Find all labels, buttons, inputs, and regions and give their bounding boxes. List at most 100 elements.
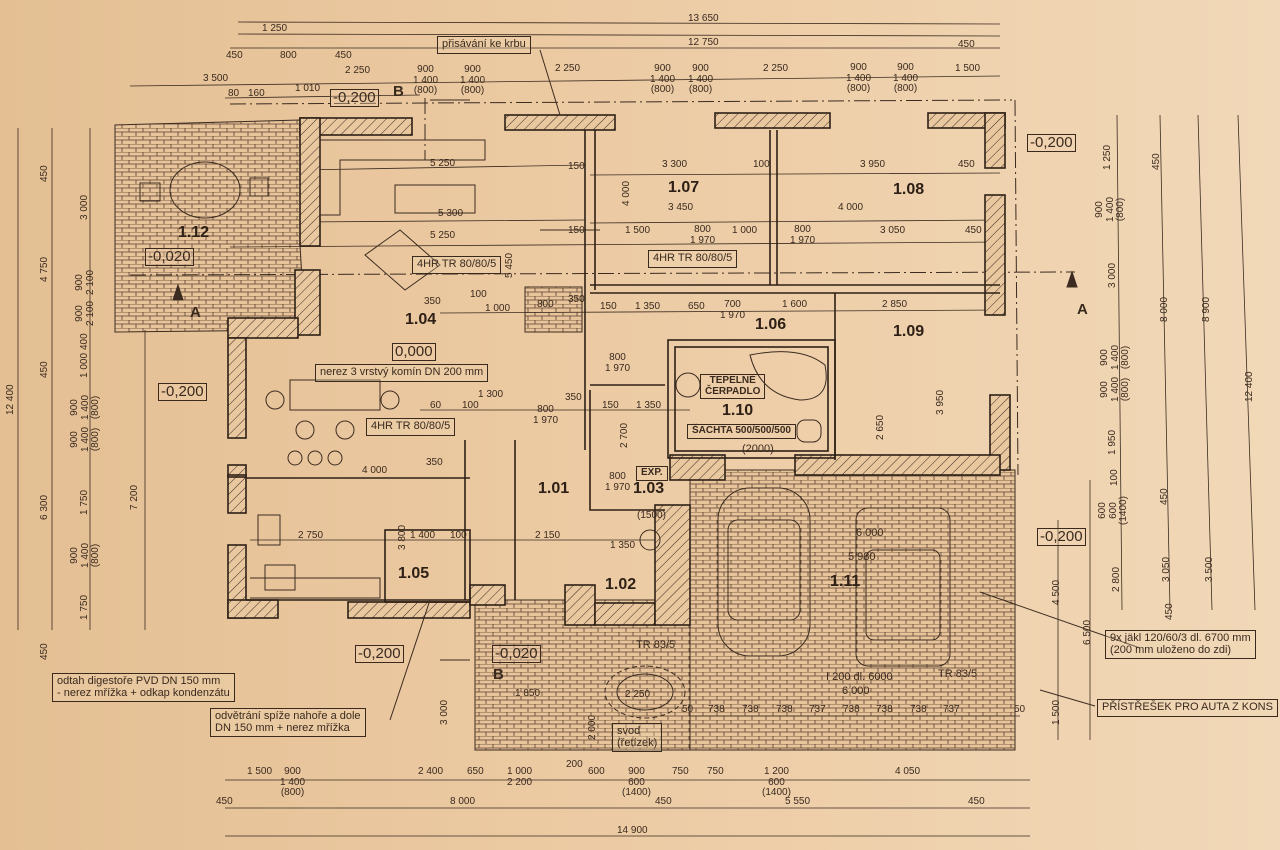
dimension-interior: 800 1 970 [533, 404, 559, 426]
dimension-top: 900 1 400 (800) [413, 64, 439, 96]
dimension-interior: 4 000 [838, 202, 864, 213]
dimension-bottom: 450 [216, 796, 233, 807]
dimension-interior: 150 [602, 400, 619, 411]
dimension-top: 900 1 400 (800) [846, 62, 872, 94]
elevation-marker: -0,200 [330, 89, 379, 107]
partitions [246, 130, 1000, 603]
dimension-interior: 2 700 [619, 422, 630, 448]
dimension-left: 450 [39, 165, 50, 182]
dimension-bottom: 200 [566, 759, 583, 770]
dimension-interior: 5 300 [438, 208, 464, 219]
dimension-carport-bay: 50 [1014, 704, 1026, 715]
dimension-interior: 650 [688, 301, 705, 312]
note-digestor: odtah digestoře PVD DN 150 mm - nerez mř… [52, 673, 235, 703]
dimension-interior: 3 950 [860, 159, 886, 170]
dimension-top: 80 [228, 88, 240, 99]
dimension-interior: 1 000 [485, 303, 511, 314]
dimension-right: 900 1 400 (800) [1099, 376, 1131, 402]
dimension-bottom: 450 [968, 796, 985, 807]
dimension-carport-bay: 738 [776, 704, 793, 715]
dimension-right: 8 000 [1159, 296, 1170, 322]
note-tr3: 4HR TR 80/80/5 [366, 418, 456, 436]
dimension-bottom: 900 600 (1400) [622, 766, 651, 798]
dimension-interior: 3 450 [668, 202, 694, 213]
dimension-carport-bay: 738 [742, 704, 759, 715]
bathtub [749, 351, 827, 401]
dimension-interior: 1 350 [610, 540, 636, 551]
note-jakl: 9x jäkl 120/60/3 dl. 6700 mm (200 mm ulo… [1105, 630, 1256, 660]
dimension-right: 450 [1159, 488, 1170, 505]
dimension-left: 450 [39, 643, 50, 660]
dimension-top: 450 [226, 50, 243, 61]
dimension-bottom: 2 400 [418, 766, 444, 777]
dimension-left: 450 [39, 361, 50, 378]
elevation-marker: -0,200 [355, 645, 404, 663]
dimension-carport-bay: 738 [910, 704, 927, 715]
dimension-left: 900 1 400 (800) [69, 542, 101, 568]
dimension-left: 900 2 100 [74, 300, 96, 326]
note-sachta: ŠACHTA 500/500/500 [687, 424, 796, 439]
fireplace [524, 286, 583, 333]
dimension-bottom: 8 000 [450, 796, 476, 807]
dimension-interior: 4 500 [1051, 579, 1062, 605]
section-arrow-a-right [1066, 270, 1078, 288]
dimension-bottom: 14 900 [617, 825, 648, 836]
dimension-interior: 100 [753, 159, 770, 170]
dimension-right: 12 400 [1244, 371, 1255, 402]
dimension-interior: 1 350 [635, 301, 661, 312]
dimension-right: 900 1 400 (800) [1099, 344, 1131, 370]
dimension-interior: 800 1 970 [790, 224, 816, 246]
section-mark: A [1077, 301, 1088, 318]
plan-text: TR 83/5 [636, 639, 676, 651]
elevation-marker: -0,200 [1027, 134, 1076, 152]
dimension-interior: 3 800 [397, 524, 408, 550]
note-tr2: 4HR TR 80/80/5 [648, 250, 738, 268]
sofa [319, 139, 486, 216]
dimension-left: 900 1 400 (800) [69, 426, 101, 452]
dimension-interior: (1500) [637, 510, 666, 521]
dimension-carport-bay: 50 [682, 704, 694, 715]
dimension-top: 1 010 [295, 83, 321, 94]
dimension-carport-bay: 737 [809, 704, 826, 715]
dimension-left: 3 000 [79, 194, 90, 220]
section-arrow-a-left [172, 283, 184, 301]
dimension-interior: 1 350 [636, 400, 662, 411]
note-svod: svod (řetízek) [612, 723, 663, 753]
dimension-top: 1 500 [955, 63, 981, 74]
dimension-left: 12 400 [5, 384, 16, 415]
dimension-interior: 4 000 [621, 180, 632, 206]
dimension-interior: 800 1 970 [605, 352, 631, 374]
dimension-right: 8 900 [1201, 296, 1212, 322]
dimension-bottom: 600 [588, 766, 605, 777]
dimension-carport-bay: 737 [943, 704, 960, 715]
dimension-top: 450 [335, 50, 352, 61]
dimension-interior: 6 500 [1082, 619, 1093, 645]
dimension-interior: 1 400 [410, 530, 436, 541]
plan-text: TR 83/5 [938, 668, 978, 680]
dimension-interior: 100 [450, 530, 467, 541]
plan-text: I 200 dl. 6000 [826, 671, 893, 683]
dimension-bottom: 1 200 600 (1400) [762, 766, 791, 798]
dimension-left: 6 300 [39, 494, 50, 520]
dimension-interior: 1 000 [732, 225, 758, 236]
dimension-top: 900 1 400 (800) [893, 62, 919, 94]
room-number: 1.05 [398, 565, 430, 582]
room-number: 1.09 [893, 323, 925, 340]
dimension-interior: 60 [430, 400, 442, 411]
dimension-left: 900 2 100 [74, 269, 96, 295]
elevation-marker: -0,020 [492, 645, 541, 663]
dimension-top: 2 250 [555, 63, 581, 74]
dimension-lines [17, 21, 1256, 837]
dimension-interior: 1 500 [1051, 699, 1062, 725]
dimension-interior: 5 250 [430, 230, 456, 241]
dimension-top: 160 [248, 88, 265, 99]
section-mark: A [190, 304, 201, 321]
elevation-marker: -0,200 [158, 383, 207, 401]
dimension-top: 900 1 400 (800) [688, 63, 714, 95]
dimension-interior: 2 250 [625, 689, 651, 700]
plan-text: 6 000 [842, 685, 870, 697]
section-mark: B [393, 83, 404, 100]
dimension-left: 900 1 400 (800) [69, 394, 101, 420]
dimension-interior: 800 1 970 [605, 471, 631, 493]
dimension-interior: 350 [424, 296, 441, 307]
